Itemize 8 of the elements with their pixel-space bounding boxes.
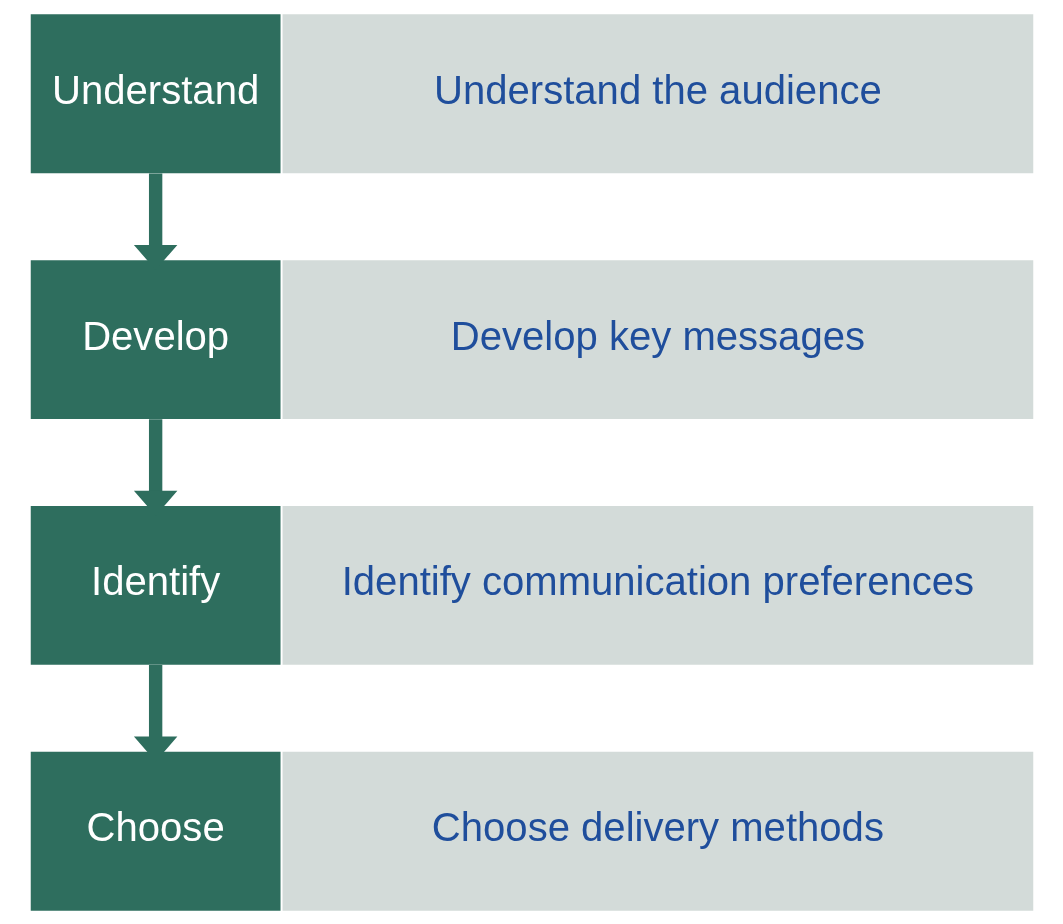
node-box: Identify communication preferences bbox=[282, 505, 1033, 665]
node-box: Identify bbox=[30, 505, 281, 665]
node-box: Choose bbox=[30, 751, 281, 911]
node-box: Understand bbox=[30, 13, 281, 173]
node-box: Develop bbox=[30, 259, 281, 419]
node-box: Choose delivery methods bbox=[282, 751, 1033, 911]
node-box: Understand the audience bbox=[282, 13, 1033, 173]
node-box: Develop key messages bbox=[282, 259, 1033, 419]
